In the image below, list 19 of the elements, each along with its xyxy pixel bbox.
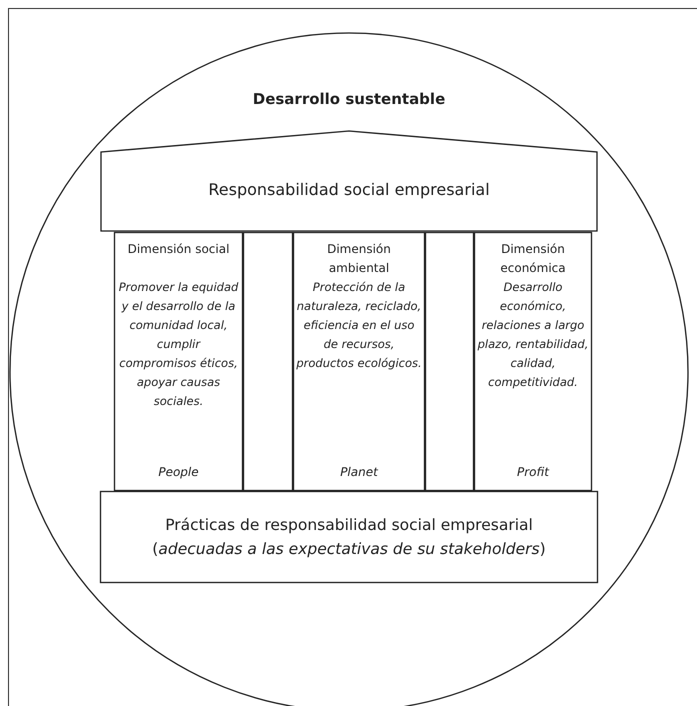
pillar-box bbox=[243, 232, 293, 491]
description-text: Desarrollo económico, relaciones a largo plazo, rentabilidad, calidad, competitividad. bbox=[477, 279, 589, 391]
pillar-box bbox=[425, 232, 474, 491]
pillar-label: Planet bbox=[339, 465, 380, 479]
pillar-label: People bbox=[157, 465, 200, 479]
heading-text: Responsabilidad social empresarial bbox=[207, 180, 491, 199]
pillar-box bbox=[114, 232, 243, 491]
circle-label: Desarrollo sustentable bbox=[252, 90, 446, 108]
pillar-box bbox=[474, 232, 592, 491]
pillar-box bbox=[293, 232, 425, 491]
description-text: Protección de la naturaleza, reciclado, eficiencia en el uso de recursos, productos ecológicos. bbox=[296, 279, 422, 372]
pillar-label: Profit bbox=[516, 465, 550, 479]
base-box bbox=[100, 491, 598, 583]
dimension-heading: Dimensión económica bbox=[499, 241, 567, 277]
dimension-heading: Dimensión ambiental bbox=[326, 241, 392, 277]
subtitle-text: (adecuadas a las expectativas de su stakeholders) bbox=[152, 539, 546, 560]
description-text: Promover la equidad y el desarrollo de la comunidad local, cumplir compromisos éticos, apoyar causas sociales. bbox=[118, 279, 240, 410]
heading-text: Prácticas de responsabilidad social empresarial bbox=[165, 515, 533, 536]
dimension-heading: Dimensión social bbox=[126, 241, 230, 258]
